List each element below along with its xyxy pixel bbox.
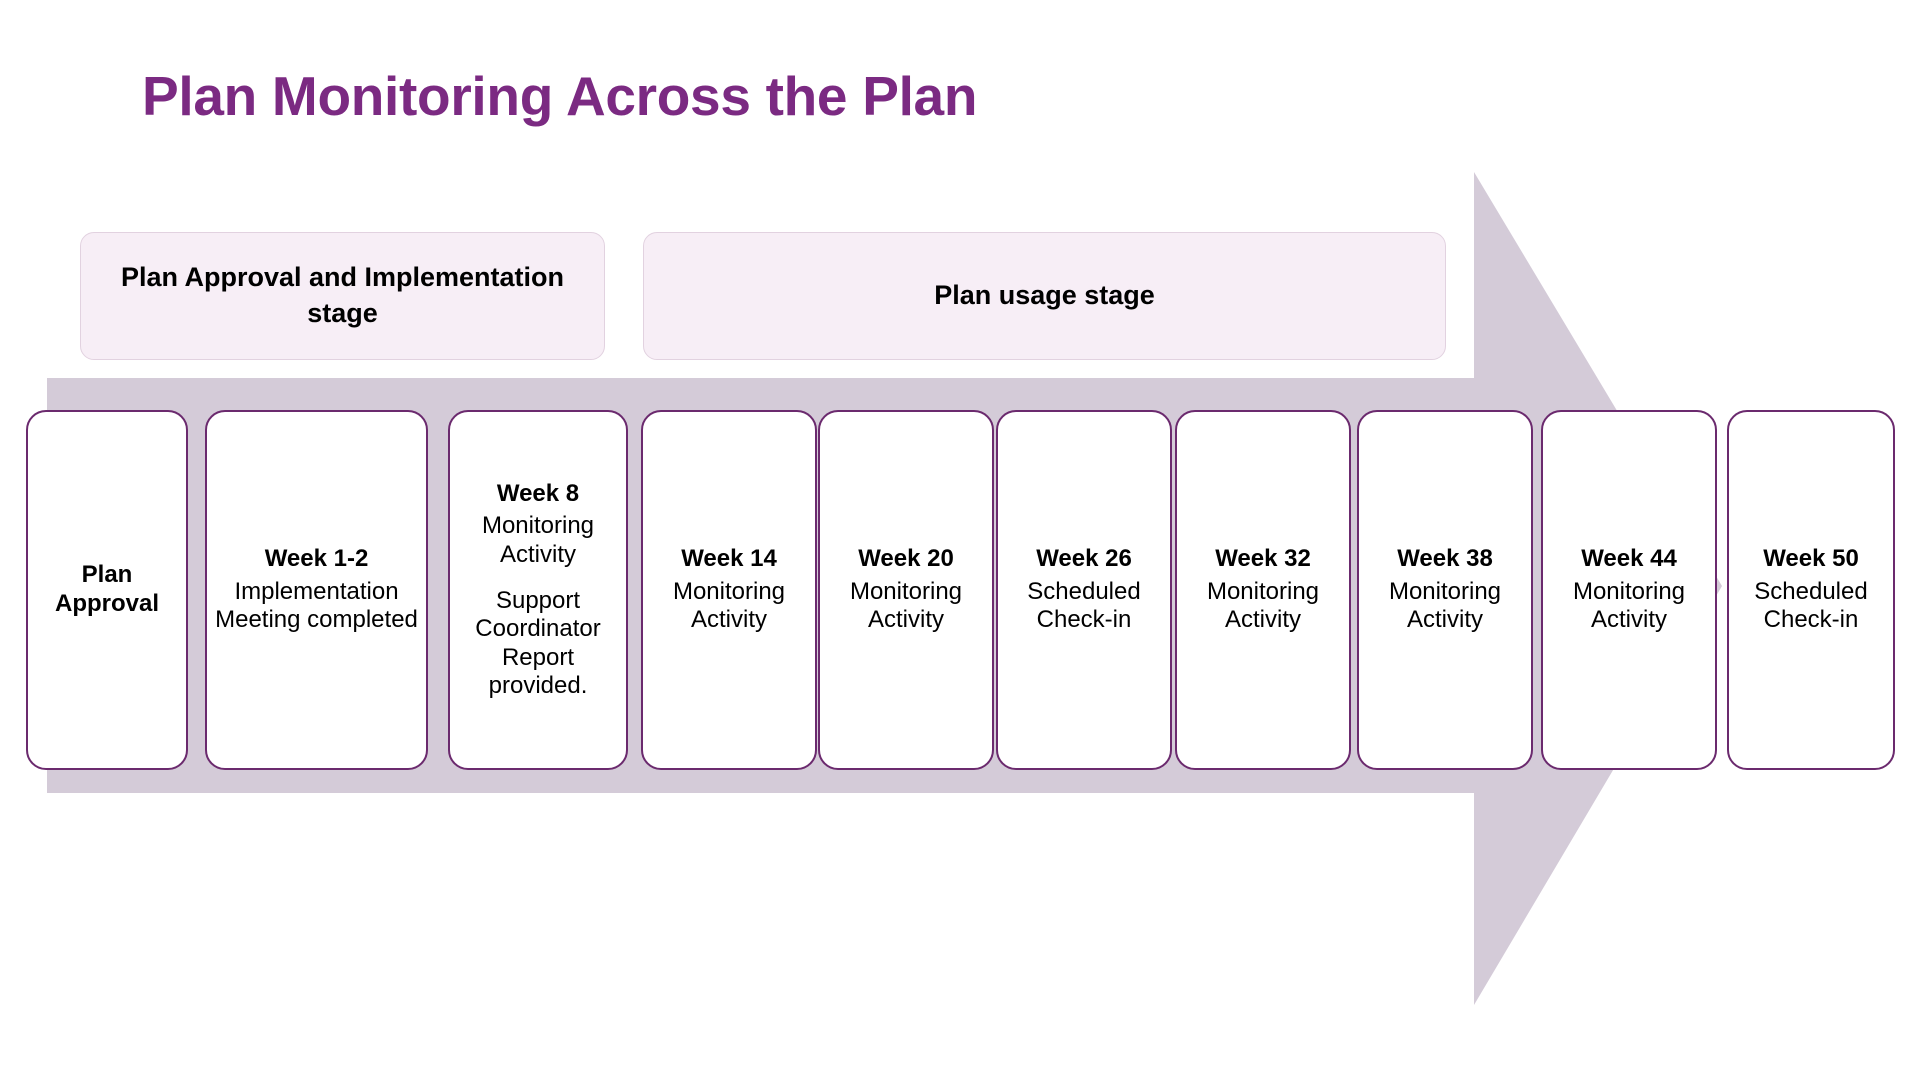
- milestone-title: Week 26: [1036, 545, 1132, 573]
- milestone-detail: Support Coordinator Report provided.: [475, 587, 601, 700]
- milestone-card[interactable]: Week 32 Monitoring Activity: [1175, 410, 1351, 770]
- milestone-title: Week 32: [1215, 545, 1311, 573]
- stage-banner-plan-approval-implementation: Plan Approval and Implementation stage: [80, 232, 605, 360]
- milestone-detail: Monitoring Activity: [1206, 578, 1320, 634]
- milestone-title: Week 14: [681, 545, 777, 573]
- milestone-card[interactable]: Week 8 Monitoring Activity Support Coord…: [448, 410, 628, 770]
- milestone-title: Week 38: [1397, 545, 1493, 573]
- milestone-detail: Monitoring Activity: [849, 578, 963, 634]
- milestone-detail: Monitoring Activity: [672, 578, 786, 634]
- milestone-card[interactable]: Week 1-2 Implementation Meeting complete…: [205, 410, 428, 770]
- milestone-card[interactable]: Week 38 Monitoring Activity: [1357, 410, 1533, 770]
- milestone-detail: Scheduled Check-in: [1754, 578, 1868, 634]
- stage-banner-label: Plan usage stage: [934, 280, 1155, 311]
- stage-banner-plan-usage: Plan usage stage: [643, 232, 1446, 360]
- milestone-card[interactable]: Week 50 Scheduled Check-in: [1727, 410, 1895, 770]
- milestone-title: Week 1-2: [264, 545, 369, 573]
- milestone-title: Week 8: [496, 479, 580, 507]
- milestone-detail: Monitoring Activity: [1388, 578, 1502, 634]
- stage-banner-label: Plan Approval and Implementation stage: [120, 262, 565, 328]
- milestone-detail: Scheduled Check-in: [1027, 578, 1141, 634]
- milestone-card[interactable]: Week 14 Monitoring Activity: [641, 410, 817, 770]
- page-title: Plan Monitoring Across the Plan: [142, 65, 978, 127]
- milestone-title: Week 50: [1763, 545, 1859, 573]
- milestone-title: Week 44: [1581, 545, 1677, 573]
- milestone-card[interactable]: Week 26 Scheduled Check-in: [996, 410, 1172, 770]
- milestone-detail: Implementation Meeting completed: [215, 578, 418, 634]
- milestone-title: Plan Approval: [54, 561, 159, 617]
- milestone-detail: Monitoring Activity: [1572, 578, 1686, 634]
- milestone-card[interactable]: Week 20 Monitoring Activity: [818, 410, 994, 770]
- milestone-detail: Monitoring Activity: [481, 512, 595, 568]
- milestone-card[interactable]: Plan Approval: [26, 410, 188, 770]
- milestone-title: Week 20: [858, 545, 954, 573]
- milestone-card[interactable]: Week 44 Monitoring Activity: [1541, 410, 1717, 770]
